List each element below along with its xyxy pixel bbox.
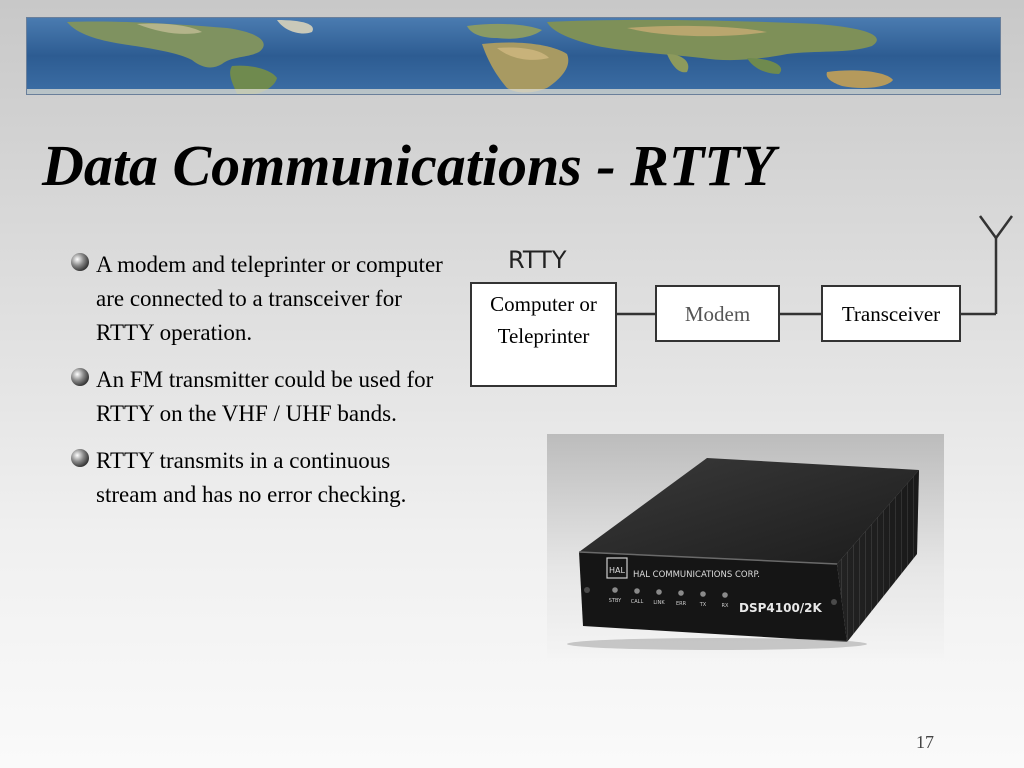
- bullet-text: A modem and teleprinter or computer are …: [96, 252, 443, 345]
- svg-text:TX: TX: [699, 602, 707, 608]
- svg-text:CALL: CALL: [631, 599, 644, 605]
- sphere-bullet-icon: [71, 253, 89, 271]
- svg-text:RX: RX: [722, 603, 729, 609]
- world-map-banner: [26, 17, 1001, 95]
- bullet-item: RTTY transmits in a continuous stream an…: [70, 444, 450, 512]
- led-row: [612, 587, 728, 598]
- page-number: 17: [916, 732, 934, 752]
- slide-title: Data Communications - RTTY: [42, 133, 776, 198]
- diagram-connectors: [615, 215, 1014, 316]
- bullet-item: A modem and teleprinter or computer are …: [70, 248, 450, 350]
- bullet-text: RTTY transmits in a continuous stream an…: [96, 448, 407, 507]
- world-map-image: [27, 18, 1000, 94]
- modem-box: Modem: [655, 285, 780, 342]
- hal-modem-image: HAL HAL COMMUNICATIONS CORP. STBY CALL L…: [547, 434, 944, 658]
- sphere-bullet-icon: [71, 449, 89, 467]
- svg-text:DSP4100/2K: DSP4100/2K: [739, 601, 823, 615]
- computer-teleprinter-label: Computer or Teleprinter: [490, 292, 597, 348]
- bullet-text: An FM transmitter could be used for RTTY…: [96, 367, 434, 426]
- computer-teleprinter-box: Computer or Teleprinter: [470, 282, 617, 387]
- transceiver-label: Transceiver: [841, 301, 941, 326]
- transceiver-box: Transceiver: [821, 285, 961, 342]
- sphere-bullet-icon: [71, 368, 89, 386]
- bullet-list: A modem and teleprinter or computer are …: [70, 248, 450, 525]
- rtty-block-diagram: RTTY Computer or Teleprinter Modem Trans…: [466, 212, 1016, 397]
- svg-text:ERR: ERR: [676, 601, 687, 607]
- antenna-icon: [960, 215, 1014, 316]
- bullet-item: An FM transmitter could be used for RTTY…: [70, 363, 450, 431]
- svg-text:LINK: LINK: [653, 600, 665, 606]
- svg-text:HAL COMMUNICATIONS CORP.: HAL COMMUNICATIONS CORP.: [633, 570, 760, 580]
- modem-label: Modem: [684, 301, 751, 326]
- diagram-label: RTTY: [508, 246, 567, 274]
- modem-photo: HAL HAL COMMUNICATIONS CORP. STBY CALL L…: [547, 434, 944, 658]
- svg-text:HAL: HAL: [609, 566, 625, 575]
- svg-text:STBY: STBY: [609, 598, 622, 604]
